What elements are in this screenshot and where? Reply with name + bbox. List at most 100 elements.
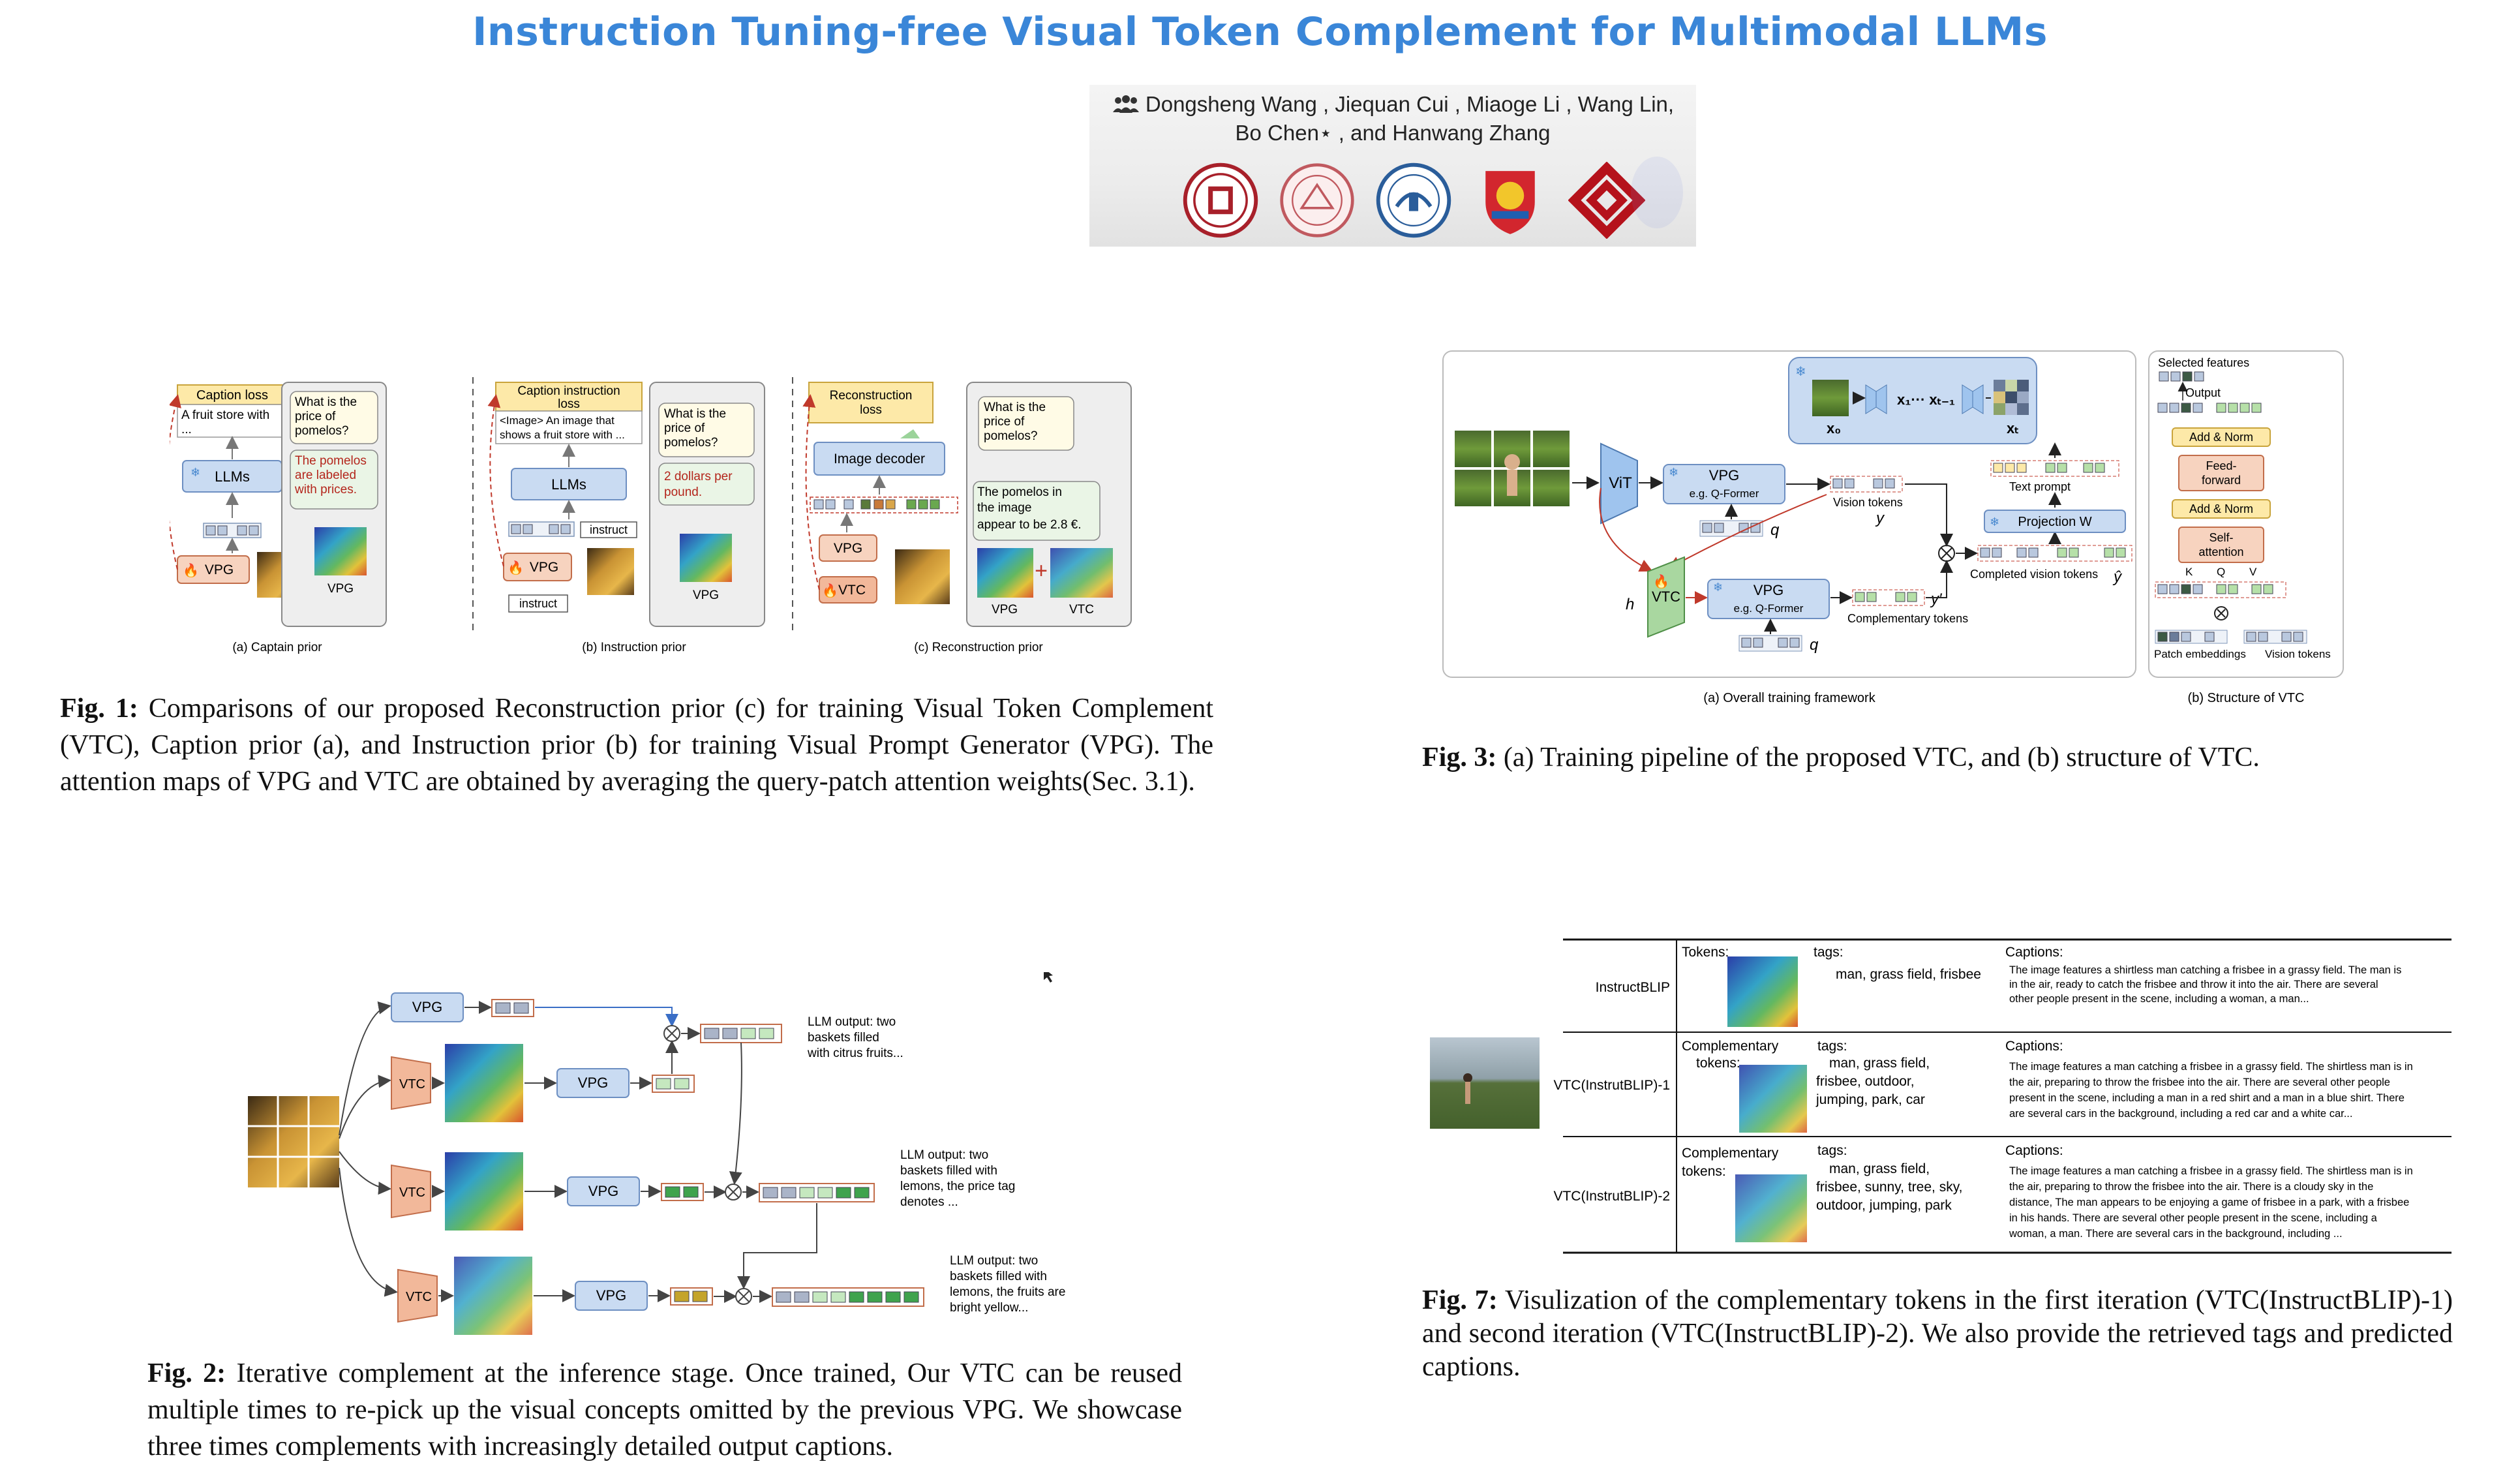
answer-c-3: appear to be 2.8 €. xyxy=(977,518,1082,532)
token-heatmap xyxy=(1727,956,1798,1027)
self-attention-label: Self- xyxy=(2209,531,2233,544)
reconstruction-loss-label-2: loss xyxy=(860,403,882,417)
fig3-caption: Fig. 3: (a) Training pipeline of the pro… xyxy=(1422,739,2479,776)
vpg-label-b: VPG xyxy=(530,560,558,575)
question-c-2: price of xyxy=(984,415,1025,429)
tokens-label: Complementary xyxy=(1682,1146,1779,1161)
subcaption-b: (b) Instruction prior xyxy=(582,641,686,654)
plus-icon: + xyxy=(1035,558,1048,583)
fig2-output-2-line-1: LLM output: two xyxy=(900,1148,988,1162)
fig2-output-2-line-3: lemons, the price tag xyxy=(900,1180,1015,1193)
tags-value: man, grass field, frisbee xyxy=(1836,967,1981,982)
add-norm-label-2: Add & Norm xyxy=(2189,502,2253,515)
caption-line: The image features a shirtless man catch… xyxy=(2009,964,2401,976)
fig1-panel-b: Caption instruction loss <Image> An imag… xyxy=(487,382,765,654)
y-label: y xyxy=(1875,510,1885,527)
tags-label: tags: xyxy=(1817,1143,1847,1158)
vpg-label-c: VPG xyxy=(834,541,862,556)
question-text-3: pomelos? xyxy=(295,424,348,438)
v-label: V xyxy=(2249,566,2257,578)
vtc-label-c: VTC xyxy=(838,583,866,598)
fig2-label: Fig. 2: xyxy=(147,1358,226,1388)
fig2-vtc-label-3: VTC xyxy=(406,1290,432,1304)
answer-b-2: pound. xyxy=(664,485,702,499)
input-fruit-grid xyxy=(248,1096,339,1187)
tokens-label-2: tokens: xyxy=(1696,1056,1740,1071)
fig1-label: Fig. 1: xyxy=(60,694,138,724)
subcaption-3b: (b) Structure of VTC xyxy=(2188,691,2305,705)
university-seal-2 xyxy=(1280,163,1354,237)
question-c-3: pomelos? xyxy=(984,429,1037,443)
map-label-c-vpg: VPG xyxy=(992,603,1018,617)
instruction-text-2: shows a fruit store with ... xyxy=(500,429,625,441)
tags-value: man, grass field, xyxy=(1829,1056,1930,1071)
q-label: q xyxy=(1770,521,1780,539)
vpg-block-label: VPG xyxy=(1709,467,1739,483)
figure-3-diagram: ❄ x₀ x₁··· xₜ₋₁ xₜ ViT VPG e.g. Q-Former… xyxy=(1442,350,2344,705)
figure-7-table: InstructBLIP Tokens: tags: man, grass fi… xyxy=(1430,938,2452,1254)
snowflake-icon: ❄ xyxy=(1713,581,1723,594)
authors-line-1: Dongsheng Wang , Jiequan Cui , Miaoge Li… xyxy=(1145,92,1675,116)
caption-loss-label: Caption loss xyxy=(196,388,268,403)
question-text: What is the xyxy=(295,395,357,409)
caption-line: in his hands. There are several other pe… xyxy=(2009,1212,2378,1224)
flame-icon: 🔥 xyxy=(183,562,199,578)
projection-label: Projection W xyxy=(2018,515,2091,529)
row-name: InstructBLIP xyxy=(1596,980,1670,995)
map-label: VPG xyxy=(327,582,354,596)
caption-line: The image features a man catching a fris… xyxy=(2009,1061,2413,1073)
snowflake-icon: ❄ xyxy=(1669,466,1678,479)
x-seq-label: x₁··· xₜ₋₁ xyxy=(1897,391,1955,408)
fig7-caption: Fig. 7: Visulization of the complementar… xyxy=(1422,1284,2453,1384)
qformer-label: e.g. Q-Former xyxy=(1690,487,1759,500)
caption-text-cont: ... xyxy=(181,423,192,436)
figure-2-diagram: VPG LLM output: two baskets filled with … xyxy=(248,972,1065,1335)
fig1-caption: Fig. 1: Comparisons of our proposed Reco… xyxy=(60,690,1213,800)
captions-label: Captions: xyxy=(2005,945,2063,960)
x0-label: x₀ xyxy=(1827,420,1841,436)
snowflake-icon: ❄ xyxy=(1795,365,1806,379)
instruction-text: <Image> An image that xyxy=(500,414,615,427)
tags-value-3: jumping, park, car xyxy=(1815,1092,1925,1107)
captions-label: Captions: xyxy=(2005,1039,2063,1054)
caption-line: are several cars in the background, incl… xyxy=(2009,1108,2352,1120)
vision-tokens-struct-label: Vision tokens xyxy=(2265,648,2331,660)
feedforward-label: Feed- xyxy=(2206,459,2236,472)
fig7-row-instructblip: InstructBLIP Tokens: tags: man, grass fi… xyxy=(1596,945,2401,1027)
fig2-vpg-label-2: VPG xyxy=(588,1183,618,1199)
vit-label: ViT xyxy=(1609,474,1632,492)
fig2-caption: Fig. 2: Iterative complement at the infe… xyxy=(147,1355,1182,1465)
vpg-attention-map xyxy=(314,527,367,575)
complementary-tokens-label: Complementary tokens xyxy=(1847,612,1968,625)
fig2-vpg-label-1: VPG xyxy=(578,1075,608,1091)
author-banner: Dongsheng Wang , Jiequan Cui , Miaoge Li… xyxy=(1089,85,1696,247)
caption-line: in the air, ready to catch the frisbee a… xyxy=(2009,979,2378,990)
fig7-caption-text: Visulization of the complementary tokens… xyxy=(1422,1285,2453,1382)
instruct-label: instruct xyxy=(590,523,628,536)
question-c: What is the xyxy=(984,401,1046,414)
text-prompt-label: Text prompt xyxy=(2009,480,2071,493)
patch-embeddings-label: Patch embeddings xyxy=(2154,648,2246,660)
vpg-block xyxy=(1663,464,1785,504)
y-prime-label: y′ xyxy=(1930,590,1943,608)
tags-label: tags: xyxy=(1817,1039,1847,1054)
map-label-c-vtc: VTC xyxy=(1069,603,1094,617)
reconstruction-loss-label: Reconstruction xyxy=(830,389,913,403)
map-label-b: VPG xyxy=(693,589,719,602)
captions-label: Captions: xyxy=(2005,1143,2063,1158)
fig2-output-3-line-4: bright yellow... xyxy=(950,1301,1028,1315)
flame-icon: 🔥 xyxy=(822,583,838,598)
university-seal-1 xyxy=(1183,162,1258,238)
answer-c: The pomelos in xyxy=(977,485,1062,499)
flame-icon: 🔥 xyxy=(1653,573,1669,589)
fig7-row-vtc-1: VTC(InstrutBLIP)-1 Complementary tokens:… xyxy=(1553,1039,2413,1133)
diffusion-box xyxy=(1788,357,2037,444)
answer-text-3: with prices. xyxy=(294,483,357,497)
fig2-heatmap-1 xyxy=(445,1044,523,1122)
university-seal-3 xyxy=(1376,162,1451,238)
fig3-caption-text: (a) Training pipeline of the proposed VT… xyxy=(1503,742,2260,772)
q-attn-label: Q xyxy=(2217,566,2225,578)
projection-block xyxy=(1984,510,2126,533)
vision-tokens-label: Vision tokens xyxy=(1833,496,1903,509)
question-b-2: price of xyxy=(664,421,705,435)
